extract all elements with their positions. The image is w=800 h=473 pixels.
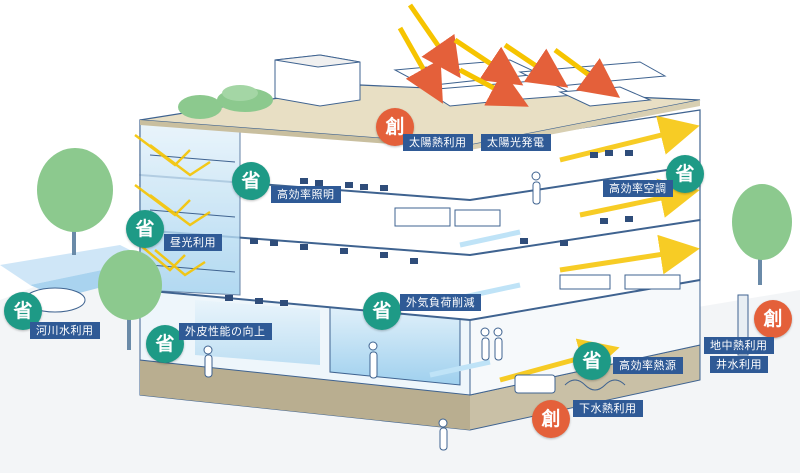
label-sewage-heat: 下水熱利用 bbox=[573, 400, 643, 417]
label-efficient-ac: 高効率空調 bbox=[603, 180, 673, 197]
daylight-rays bbox=[134, 134, 211, 277]
rooftop-garden bbox=[178, 85, 273, 119]
label-solar-power: 太陽光発電 bbox=[481, 134, 551, 151]
people-silhouettes bbox=[203, 171, 541, 451]
underground-pipes bbox=[514, 294, 749, 394]
label-efficient-heat-source: 高効率熱源 bbox=[613, 357, 683, 374]
label-geothermal: 地中熱利用 bbox=[704, 337, 774, 354]
save-badge-envelope: 省 bbox=[146, 325, 184, 363]
create-badge-geothermal: 創 bbox=[754, 300, 792, 338]
save-badge-daylight: 省 bbox=[126, 210, 164, 248]
label-efficient-lighting: 高効率照明 bbox=[271, 186, 341, 203]
label-envelope-performance: 外皮性能の向上 bbox=[179, 323, 272, 340]
label-well-water: 井水利用 bbox=[710, 356, 768, 373]
label-river-water: 河川水利用 bbox=[30, 322, 100, 339]
label-daylight: 昼光利用 bbox=[164, 234, 222, 251]
trees bbox=[24, 148, 792, 350]
save-badge-outdoor-air: 省 bbox=[363, 292, 401, 330]
rooftop-equipment-room bbox=[274, 54, 361, 107]
label-outdoor-air-reduction: 外気負荷削減 bbox=[400, 294, 481, 311]
office-furniture bbox=[225, 150, 681, 306]
sun-rays-roof bbox=[397, 3, 621, 107]
label-solar-heat: 太陽熱利用 bbox=[403, 134, 473, 151]
save-badge-heat-source: 省 bbox=[573, 342, 611, 380]
save-badge-lighting: 省 bbox=[232, 162, 270, 200]
create-badge-sewage: 創 bbox=[532, 400, 570, 438]
